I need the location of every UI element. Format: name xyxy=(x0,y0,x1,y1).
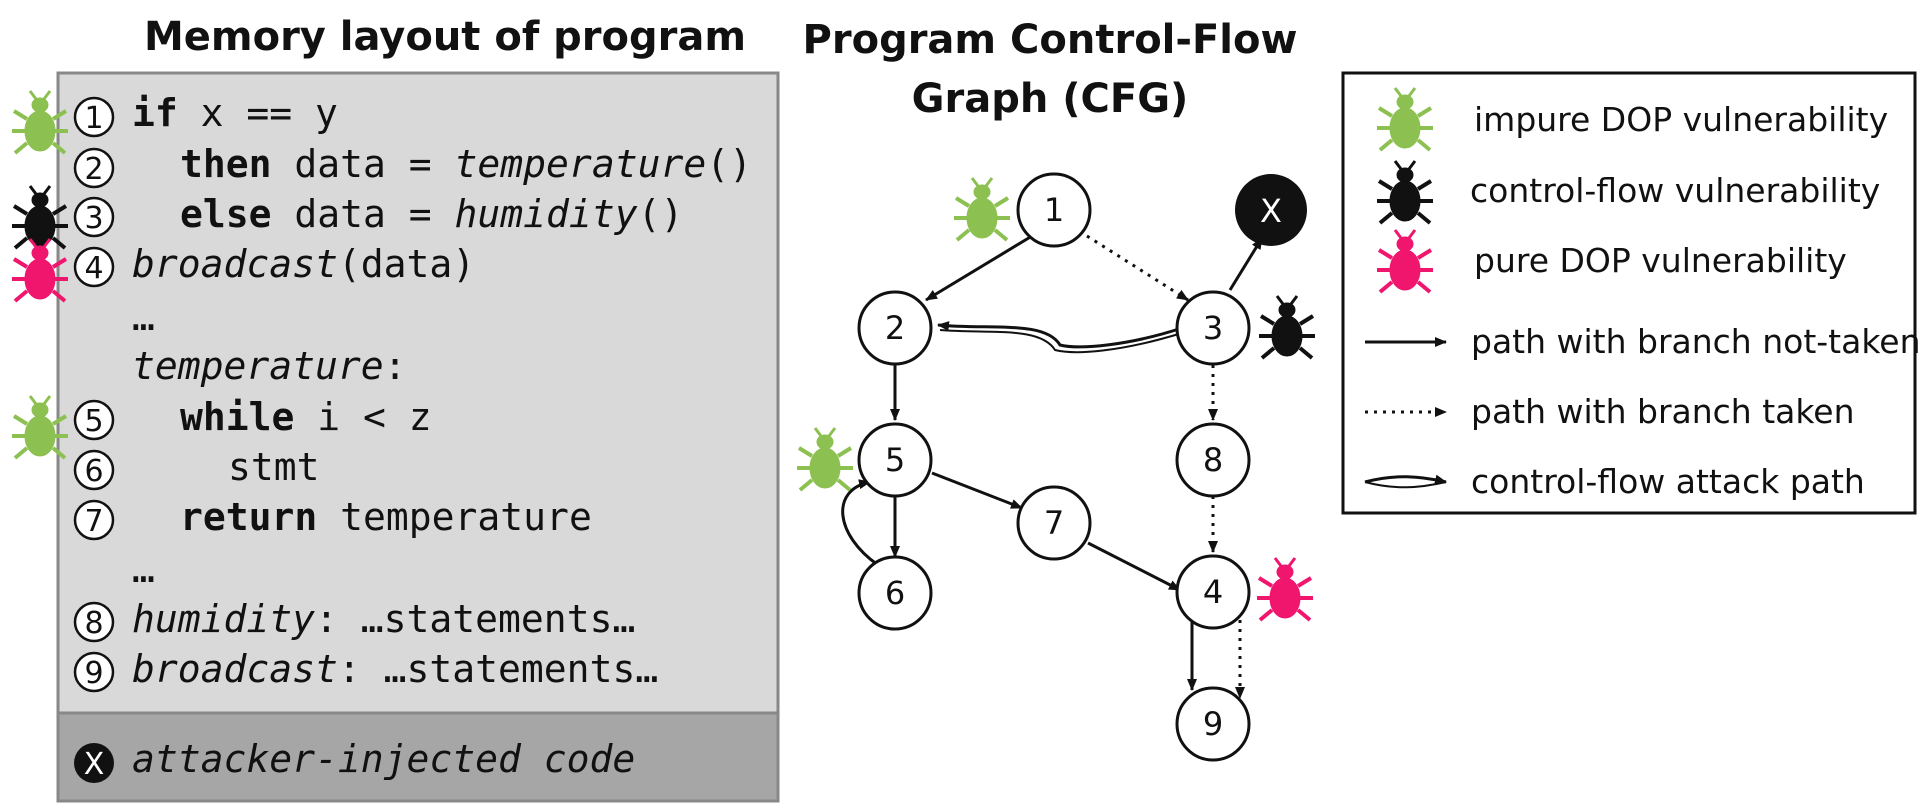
cfg-node-1-label: 1 xyxy=(1044,191,1064,229)
cfg-node-7 xyxy=(1016,485,1092,561)
marker-4-label: 4 xyxy=(84,251,103,286)
legend-attack-arrow-outline xyxy=(1364,481,1447,489)
marker-3-label: 3 xyxy=(84,201,103,236)
cfg-node-2 xyxy=(857,290,933,366)
edge-5-7 xyxy=(931,471,1023,510)
bug-icon-green xyxy=(795,426,855,492)
cfg-node-6 xyxy=(857,555,933,631)
marker-7-label: 7 xyxy=(84,504,103,539)
cfg-node-3 xyxy=(1175,290,1251,366)
cfg-node-8-label: 8 xyxy=(1203,441,1223,479)
cfg-node-5-label: 5 xyxy=(885,441,905,479)
edge-1-2 xyxy=(925,234,1033,302)
marker-4 xyxy=(73,246,115,288)
marker-2-label: 2 xyxy=(84,152,103,187)
edge-6-5 xyxy=(841,479,879,567)
cfg-node-x-label: X xyxy=(1260,192,1282,230)
marker-8-label: 8 xyxy=(84,606,103,641)
cfg-title-line1: Program Control-Flow xyxy=(803,17,1298,63)
code-line-7: return temperature xyxy=(180,495,592,539)
cfg-node-x xyxy=(1235,174,1307,246)
cfg-node-9 xyxy=(1175,686,1251,762)
legend-not-taken-label: path with branch not-taken xyxy=(1471,322,1920,361)
code-line-4: broadcast(data) xyxy=(132,242,475,286)
legend-box xyxy=(1341,71,1917,515)
legend-impure-label: impure DOP vulnerability xyxy=(1474,100,1888,139)
marker-7 xyxy=(73,499,115,541)
marker-3 xyxy=(73,196,115,238)
marker-9-label: 9 xyxy=(84,656,103,691)
edge-attack-3-2 xyxy=(937,321,1183,349)
marker-6 xyxy=(73,449,115,491)
cfg-node-1 xyxy=(1016,172,1092,248)
code-line-6: stmt xyxy=(228,445,320,489)
code-ellipsis-1: … xyxy=(132,295,155,339)
legend-control-label: control-flow vulnerability xyxy=(1470,171,1880,210)
code-line-2: then data = temperature() xyxy=(180,142,752,186)
legend-pure-label: pure DOP vulnerability xyxy=(1474,241,1847,280)
edge-attack-3-2-outline xyxy=(939,329,1183,354)
cfg-node-4 xyxy=(1175,554,1251,630)
bug-icon-black xyxy=(1257,294,1317,360)
cfg-node-6-label: 6 xyxy=(885,574,905,612)
injected-code-panel xyxy=(56,711,780,803)
marker-1 xyxy=(73,96,115,138)
cfg-node-5 xyxy=(857,422,933,498)
code-line-3: else data = humidity() xyxy=(180,192,683,236)
code-line-1: if x == y xyxy=(132,91,338,135)
cfg-node-7-label: 7 xyxy=(1044,504,1064,542)
marker-8 xyxy=(73,601,115,643)
cfg-node-8 xyxy=(1175,422,1251,498)
memory-layout-title: Memory layout of program xyxy=(144,14,746,60)
legend-attack-arrow xyxy=(1364,474,1447,485)
code-panel xyxy=(56,71,780,715)
marker-6-label: 6 xyxy=(84,454,103,489)
cfg-node-9-label: 9 xyxy=(1203,705,1223,743)
marker-5 xyxy=(73,399,115,441)
cfg-title-line2: Graph (CFG) xyxy=(912,76,1189,122)
cfg-node-2-label: 2 xyxy=(885,309,905,347)
marker-2 xyxy=(73,147,115,189)
code-line-8: humidity: …statements… xyxy=(132,597,635,641)
edge-1-3 xyxy=(1086,234,1189,302)
code-ellipsis-2: … xyxy=(132,547,155,591)
edge-3-x xyxy=(1228,237,1264,291)
edge-7-4 xyxy=(1087,541,1181,592)
bug-icon-pink xyxy=(1255,556,1315,622)
code-line-5: while i < z xyxy=(180,395,432,439)
marker-1-label: 1 xyxy=(84,101,103,136)
cfg-node-3-label: 3 xyxy=(1203,309,1223,347)
legend-taken-label: path with branch taken xyxy=(1471,392,1855,431)
legend-attack-label: control-flow attack path xyxy=(1471,462,1865,501)
marker-9 xyxy=(73,651,115,693)
marker-x xyxy=(74,743,114,783)
injected-code-text: attacker-injected code xyxy=(132,737,635,781)
code-line-9: broadcast: …statements… xyxy=(132,647,658,691)
bug-icon-green xyxy=(952,176,1012,242)
marker-x-label: X xyxy=(84,747,105,782)
marker-5-label: 5 xyxy=(84,404,103,439)
cfg-node-4-label: 4 xyxy=(1203,573,1223,611)
code-temperature-label: temperature: xyxy=(132,344,407,388)
